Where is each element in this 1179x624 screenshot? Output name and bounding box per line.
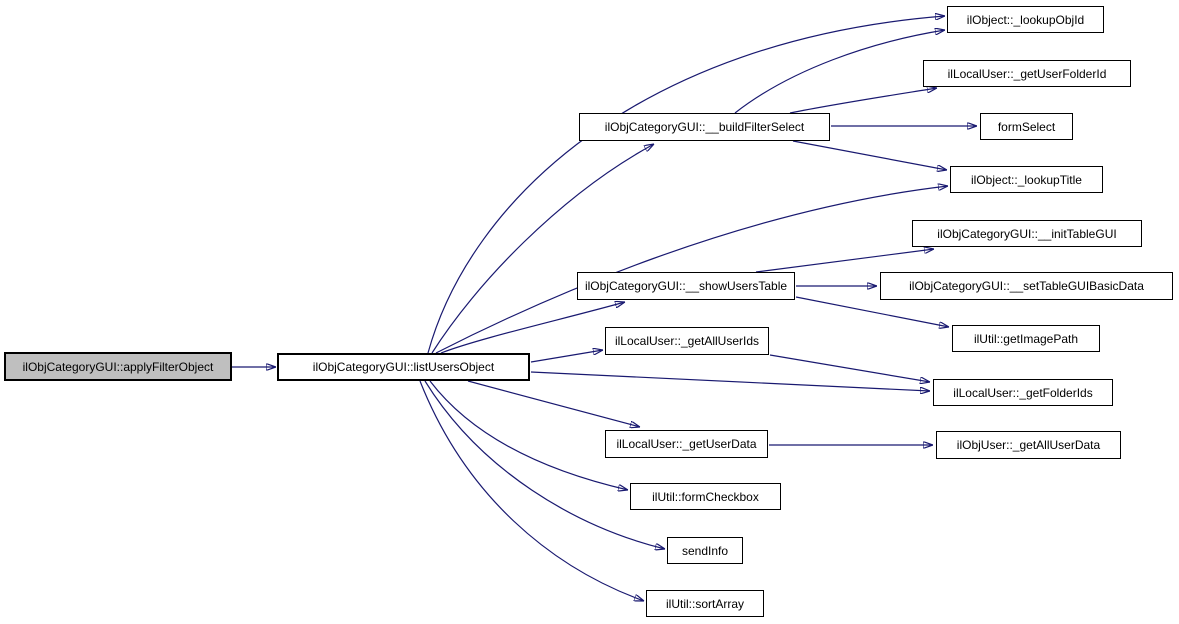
edge-buildFilterSelect-lookupTitle <box>792 140 947 170</box>
node-buildFilterSelect[interactable]: ilObjCategoryGUI::__buildFilterSelect <box>579 113 830 141</box>
edge-listUsersObject-lookupObjId <box>427 16 945 354</box>
node-formCheckbox[interactable]: ilUtil::formCheckbox <box>630 483 781 510</box>
edge-buildFilterSelect-lookupObjId <box>734 30 945 114</box>
node-getImagePath[interactable]: ilUtil::getImagePath <box>952 325 1100 352</box>
edge-listUsersObject-formCheckbox <box>429 380 628 490</box>
node-setTableGUIBasicData[interactable]: ilObjCategoryGUI::__setTableGUIBasicData <box>880 272 1173 300</box>
node-listUsersObject[interactable]: ilObjCategoryGUI::listUsersObject <box>277 353 530 381</box>
node-applyFilterObject: ilObjCategoryGUI::applyFilterObject <box>4 352 232 381</box>
node-showUsersTable[interactable]: ilObjCategoryGUI::__showUsersTable <box>577 272 795 300</box>
edge-showUsersTable-getImagePath <box>795 296 949 327</box>
edge-getAllUserIds-getFolderIds <box>769 354 930 382</box>
edge-listUsersObject-lookupTitle <box>435 186 948 354</box>
edge-listUsersObject-sendInfo <box>424 380 665 549</box>
node-lookupObjId[interactable]: ilObject::_lookupObjId <box>947 6 1104 33</box>
node-sortArray[interactable]: ilUtil::sortArray <box>646 590 764 617</box>
edge-listUsersObject-getUserData <box>467 380 640 427</box>
node-formSelect[interactable]: formSelect <box>980 113 1073 140</box>
edge-listUsersObject-getAllUserIds <box>530 350 603 363</box>
node-getUserFolderId[interactable]: ilLocalUser::_getUserFolderId <box>923 60 1131 87</box>
node-getFolderIds[interactable]: ilLocalUser::_getFolderIds <box>933 379 1113 406</box>
edge-listUsersObject-getFolderIds <box>530 371 930 391</box>
node-initTableGUI[interactable]: ilObjCategoryGUI::__initTableGUI <box>912 220 1142 247</box>
edge-listUsersObject-buildFilterSelect <box>431 144 654 354</box>
edge-listUsersObject-sortArray <box>419 380 644 601</box>
edge-showUsersTable-initTableGUI <box>755 249 934 273</box>
edge-listUsersObject-showUsersTable <box>440 302 625 354</box>
node-lookupTitle[interactable]: ilObject::_lookupTitle <box>950 166 1103 193</box>
node-getAllUserIds[interactable]: ilLocalUser::_getAllUserIds <box>605 327 769 355</box>
node-getUserData[interactable]: ilLocalUser::_getUserData <box>605 430 768 458</box>
edge-buildFilterSelect-getUserFolderId <box>789 88 937 114</box>
node-sendInfo[interactable]: sendInfo <box>667 537 743 564</box>
node-getAllUserData[interactable]: ilObjUser::_getAllUserData <box>936 431 1121 459</box>
